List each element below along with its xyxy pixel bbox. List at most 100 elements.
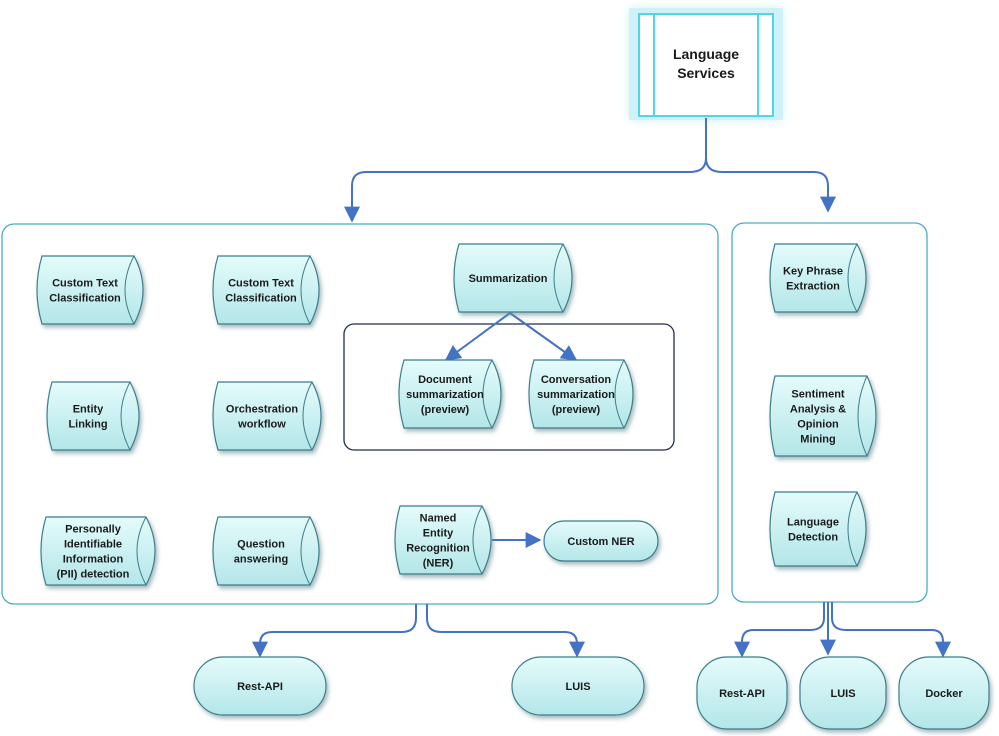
root-label-line-1: Language [673,46,739,62]
connector-root-to-right [705,157,836,213]
sentiment-analysis-label-line-4: Mining [800,434,835,446]
right-luis-node[interactable]: LUIS [799,656,887,730]
right-luis-shape [799,656,887,730]
entity-linking-curl [120,381,131,451]
sentiment-analysis-label-line-2: Analysis & [790,404,846,416]
conversation-summarization-curl [614,359,625,429]
document-summarization-node[interactable]: Document summarization (preview) [398,359,502,429]
connector-summarization-to-document [444,312,511,361]
right-rest-api-shape [696,656,788,730]
orchestration-workflow-label-line-1: Orchestration [226,404,298,416]
question-answering-label-line-2: answering [234,554,288,566]
conversation-summarization-label-line-2: summarization [537,389,615,401]
connector-right-to-rest-api [734,602,825,658]
custom-ner-label-line-1: Custom NER [567,536,634,548]
summarization-subgroup [343,323,675,451]
right-docker-shape [898,656,990,730]
sentiment-analysis-label-line-1: Sentiment [791,389,845,401]
sentiment-analysis-curl [857,375,868,457]
summarization-curl [553,243,564,313]
conversation-summarization-node[interactable]: Conversation summarization (preview) [528,359,634,429]
pii-detection-label-line-2: Identifiable [64,539,122,551]
left-services-group [1,223,719,605]
custom-text-classification-2-curl [300,255,311,325]
right-docker-node[interactable]: Docker [898,656,990,730]
named-entity-recognition-label-line-3: Recognition [406,543,470,555]
pii-detection-label-line-3: Information [63,554,124,566]
document-summarization-label-line-1: Document [418,374,472,386]
named-entity-recognition-label-line-2: Entity [423,528,454,540]
custom-text-classification-1-label-line-2: Classification [49,293,121,305]
conversation-summarization-label-line-1: Conversation [541,374,612,386]
pii-detection-curl [136,516,147,586]
summarization-label-line-1: Summarization [469,273,548,285]
named-entity-recognition-label-line-1: Named [420,513,457,525]
orchestration-workflow-label-line-2: workflow [237,419,286,431]
sentiment-analysis-label-line-3: Opinion [797,419,839,431]
right-docker-label-line-1: Docker [925,688,963,700]
named-entity-recognition-label-line-4: (NER) [423,558,454,570]
language-detection-shape [769,491,867,567]
root-node[interactable]: Language Services [629,8,783,120]
custom-text-classification-2-shape [212,255,320,325]
named-entity-recognition-curl [472,505,483,575]
conversation-summarization-label-line-3: (preview) [552,404,601,416]
key-phrase-extraction-shape [769,243,867,313]
custom-ner-shape [543,520,659,562]
pii-detection-label-line-4: (PII) detection [57,569,130,581]
right-luis-label-line-1: LUIS [830,688,855,700]
question-answering-shape [212,516,320,586]
language-detection-label-line-1: Language [787,517,839,529]
orchestration-workflow-curl [302,381,313,451]
connector-left-to-rest-api [252,604,417,658]
connector-summarization-to-conversation [509,312,578,361]
summarization-node[interactable]: Summarization [453,243,573,313]
custom-text-classification-1-curl [124,255,135,325]
root-label-line-2: Services [677,65,735,81]
orchestration-workflow-shape [212,381,322,451]
custom-text-classification-2-label-line-1: Custom Text [228,278,294,290]
key-phrase-extraction-label-line-1: Key Phrase [783,266,843,278]
key-phrase-extraction-label-line-2: Extraction [786,281,840,293]
language-detection-label-line-2: Detection [788,532,838,544]
language-detection-curl [847,491,858,567]
right-rest-api-label-line-1: Rest-API [719,688,765,700]
left-rest-api-shape [193,656,327,716]
question-answering-label-line-1: Question [237,539,285,551]
left-rest-api-label-line-1: Rest-API [237,681,283,693]
connectors [252,118,951,658]
custom-ner-node[interactable]: Custom NER [543,520,659,562]
left-rest-api-node[interactable]: Rest-API [193,656,327,716]
right-services-group [731,222,928,603]
connector-left-to-luis [426,604,585,658]
custom-text-classification-1-label-line-1: Custom Text [52,278,118,290]
left-luis-label-line-1: LUIS [565,681,590,693]
key-phrase-extraction-curl [847,243,858,313]
left-luis-shape [511,656,645,716]
custom-text-classification-1-shape [36,255,144,325]
custom-text-classification-2-label-line-2: Classification [225,293,297,305]
connector-root-to-left [344,118,707,223]
document-summarization-label-line-2: summarization [406,389,484,401]
left-luis-node[interactable]: LUIS [511,656,645,716]
connector-right-to-docker [831,602,951,658]
entity-linking-label-line-1: Entity [73,404,104,416]
document-summarization-curl [482,359,493,429]
question-answering-node[interactable]: Question answering [212,516,320,586]
right-rest-api-node[interactable]: Rest-API [696,656,788,730]
pii-detection-label-line-1: Personally [65,524,122,536]
question-answering-curl [300,516,311,586]
orchestration-workflow-node[interactable]: Orchestration workflow [212,381,322,451]
entity-linking-label-line-2: Linking [68,419,107,431]
document-summarization-label-line-3: (preview) [421,404,470,416]
